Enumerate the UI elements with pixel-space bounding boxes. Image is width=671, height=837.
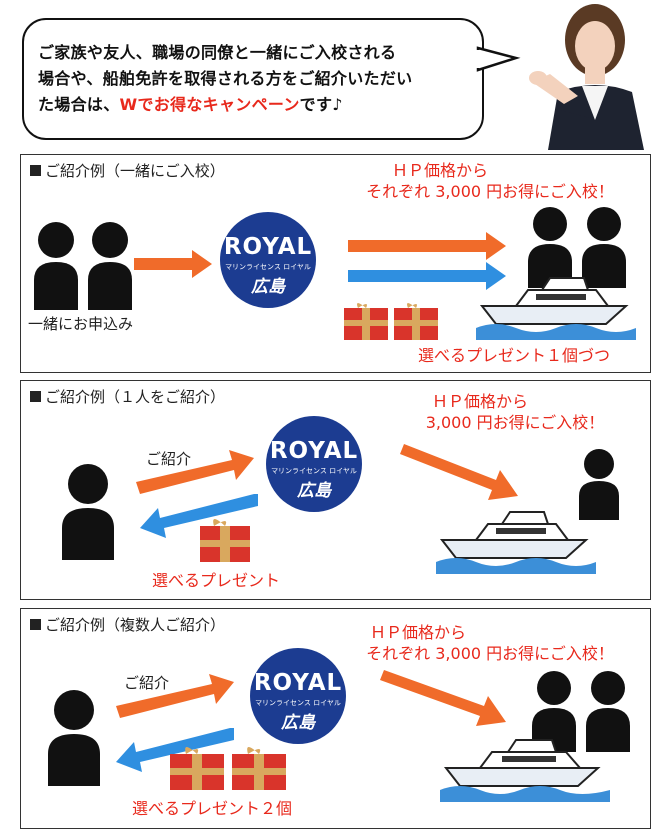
orange-arrow bbox=[134, 250, 212, 278]
boat-icon-2 bbox=[436, 511, 596, 574]
orange-arrow-to-boat-3 bbox=[380, 670, 506, 726]
speech-bubble-tail bbox=[476, 46, 521, 72]
intro-line-3: た場合は、 bbox=[38, 95, 120, 114]
present-boxes-3 bbox=[170, 747, 286, 790]
referral-label: ご紹介 bbox=[146, 450, 192, 468]
blue-arrow-diagonal-3 bbox=[116, 728, 234, 772]
boat-icon-3 bbox=[440, 739, 610, 802]
royal-logo-2: ROYAL マリンライセンス ロイヤル 広島 bbox=[266, 416, 362, 512]
person-icon-3 bbox=[48, 690, 100, 786]
panel-1-title: ご紹介例（一緒にご入校） bbox=[30, 160, 225, 181]
person-icon bbox=[62, 464, 114, 560]
blue-arrow-long bbox=[348, 262, 506, 290]
referral-label-3: ご紹介 bbox=[124, 674, 170, 692]
panel-3-present: 選べるプレゼント２個 bbox=[132, 799, 293, 818]
two-people-icon-3 bbox=[532, 671, 630, 752]
intro-line-1: ご家族や友人、職場の同僚と一緒にご入校される bbox=[38, 43, 397, 62]
royal-logo: ROYAL マリンライセンス ロイヤル 広島 bbox=[220, 212, 316, 308]
orange-arrow-to-boat bbox=[400, 444, 518, 500]
present-boxes bbox=[344, 303, 438, 340]
two-people-icon bbox=[34, 222, 132, 310]
blue-arrow-diagonal bbox=[140, 494, 258, 538]
orange-arrow-long bbox=[348, 232, 506, 260]
apply-together-label: 一緒にお申込み bbox=[28, 315, 134, 333]
person-icon-right bbox=[579, 449, 619, 520]
intro-line-3-suffix: です♪ bbox=[299, 95, 343, 114]
panel-2-offer: ＨＰ価格から 3,000 円お得にご入校！ bbox=[425, 392, 605, 432]
campaign-highlight: Wでお得なキャンペーン bbox=[119, 95, 300, 114]
speech-bubble bbox=[22, 18, 484, 140]
panel-3-title: ご紹介例（複数人ご紹介） bbox=[30, 614, 225, 635]
panel-1-present: 選べるプレゼント１個づつ bbox=[418, 346, 611, 365]
royal-logo-3: ROYAL マリンライセンス ロイヤル 広島 bbox=[250, 648, 346, 744]
intro-line-2: 場合や、船舶免許を取得される方をご紹介いただい bbox=[38, 69, 413, 88]
panel-2-present: 選べるプレゼント bbox=[152, 571, 281, 590]
two-people-icon-right bbox=[528, 207, 626, 288]
presenter-figure bbox=[529, 4, 644, 150]
boat-icon bbox=[476, 277, 636, 340]
panel-3-offer: ＨＰ価格から それぞれ 3,000 円お得にご入校！ bbox=[366, 623, 614, 663]
intro-text: ご家族や友人、職場の同僚と一緒にご入校される 場合や、船舶免許を取得される方をご… bbox=[38, 40, 493, 118]
panel-2-title: ご紹介例（１人をご紹介） bbox=[30, 386, 225, 407]
present-box bbox=[200, 519, 250, 562]
panel-1-offer: ＨＰ価格から それぞれ 3,000 円お得にご入校！ bbox=[366, 161, 614, 201]
orange-arrow-diagonal-3 bbox=[116, 674, 234, 718]
orange-arrow-diagonal bbox=[136, 450, 254, 494]
